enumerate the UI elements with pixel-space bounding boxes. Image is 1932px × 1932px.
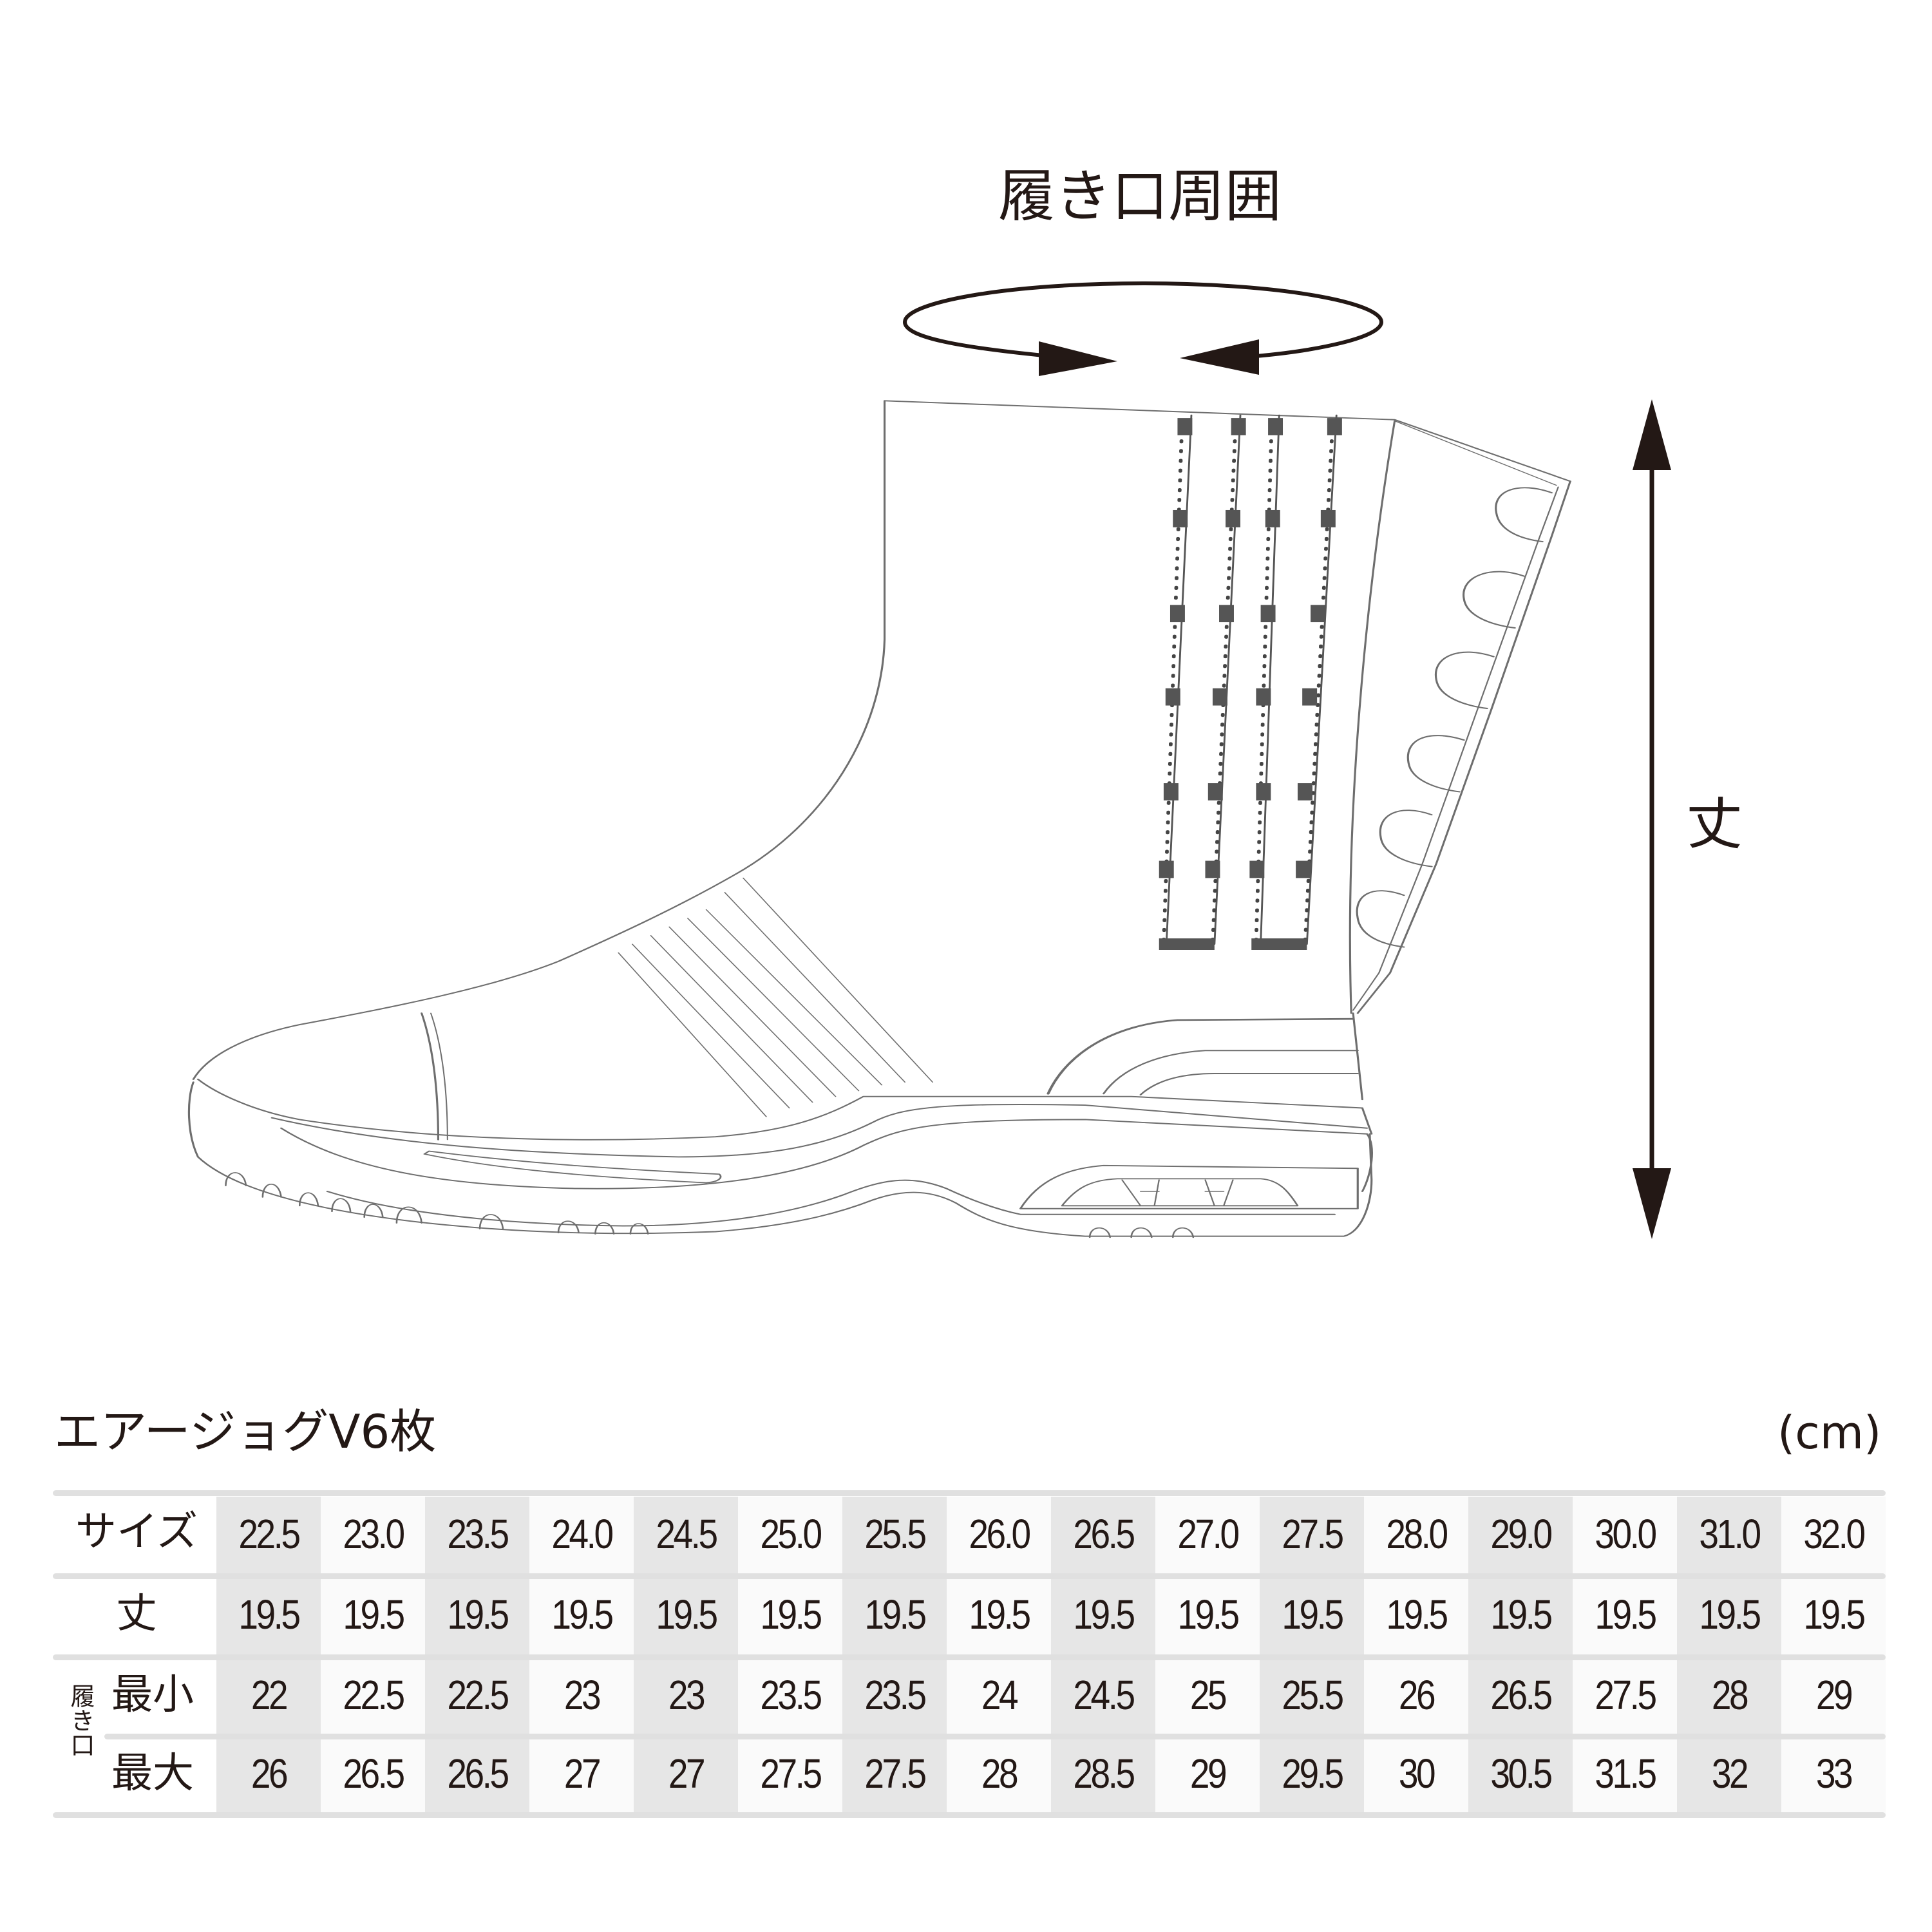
opening-min-cell: 23.5	[760, 1672, 822, 1718]
opening-min-cell: 22	[251, 1672, 289, 1718]
height-cell: 19.5	[864, 1591, 927, 1638]
tread-lugs	[225, 1172, 1195, 1238]
size-cell: 27.0	[1177, 1511, 1240, 1557]
table-rule-bottom	[53, 1812, 1886, 1818]
size-cell: 30.0	[1595, 1511, 1657, 1557]
heel-cushion	[1061, 1178, 1299, 1207]
opening-max-cell: 32	[1711, 1750, 1749, 1797]
row-label-opening-max: 最大	[111, 1750, 194, 1797]
opening-max-cell: 27	[564, 1750, 601, 1797]
table-rule	[53, 1654, 1886, 1660]
size-cell: 24.5	[656, 1511, 718, 1557]
opening-min-cell: 25.5	[1282, 1672, 1344, 1718]
shaft-top-edge	[883, 400, 1571, 482]
height-label: 丈	[1686, 791, 1743, 857]
height-cell: 19.5	[1282, 1591, 1344, 1638]
kohaze-loop	[1434, 651, 1495, 709]
opening-min-cell: 23	[564, 1672, 601, 1718]
kohaze-loop	[1379, 810, 1433, 867]
opening-max-cell: 29	[1189, 1750, 1227, 1797]
opening-max-cell: 30.5	[1490, 1750, 1553, 1797]
opening-min-cell: 24.5	[1073, 1672, 1135, 1718]
opening-max-cell: 31.5	[1595, 1750, 1657, 1797]
row-label-height: 丈	[116, 1590, 157, 1638]
unit-label: (cm)	[1777, 1406, 1882, 1459]
height-cell: 19.5	[1490, 1591, 1553, 1638]
height-cell: 19.5	[1699, 1591, 1761, 1638]
opening-max-cell: 33	[1815, 1750, 1853, 1797]
opening-max-cell: 26.5	[447, 1750, 509, 1797]
opening-max-cell: 27.5	[760, 1750, 822, 1797]
opening-min-cell: 22.5	[343, 1672, 405, 1718]
opening-min-cell: 26.5	[1490, 1672, 1553, 1718]
opening-max-cell: 28.5	[1073, 1750, 1135, 1797]
size-table: サイズ 丈 履き口 最小 最大 22.5 23.0 23.5 24.0 24.5 25.0…	[53, 1490, 1886, 1819]
opening-circumference-label: 履き口周囲	[998, 163, 1282, 229]
height-cell: 19.5	[1803, 1591, 1866, 1638]
height-cell: 19.5	[238, 1591, 301, 1638]
opening-min-cell: 27.5	[1595, 1672, 1657, 1718]
height-cell: 19.5	[551, 1591, 614, 1638]
kohaze-loop	[1463, 571, 1526, 629]
opening-max-cell: 26	[251, 1750, 289, 1797]
size-cell: 32.0	[1803, 1511, 1866, 1557]
size-cell: 24.0	[551, 1511, 614, 1557]
boot-illustration	[187, 400, 1571, 1238]
size-cell: 25.0	[760, 1511, 822, 1557]
vamp-elastic-lines	[618, 877, 934, 1117]
size-cell: 22.5	[238, 1511, 301, 1557]
opening-max-cell: 27	[668, 1750, 706, 1797]
opening-max-cell: 26.5	[343, 1750, 405, 1797]
stitch-marks	[1159, 418, 1342, 950]
height-cell: 19.5	[969, 1591, 1031, 1638]
size-cell: 23.5	[447, 1511, 509, 1557]
height-cell: 19.5	[343, 1591, 405, 1638]
row-label-opening-min: 最小	[111, 1671, 194, 1719]
product-title: エアージョグV6枚	[54, 1405, 437, 1459]
opening-group-text: 履き口	[66, 1683, 95, 1757]
size-cell: 29.0	[1490, 1511, 1553, 1557]
height-cell: 19.5	[656, 1591, 718, 1638]
opening-min-cell: 23	[668, 1672, 706, 1718]
height-cell: 19.5	[1595, 1591, 1657, 1638]
opening-max-cell: 30	[1398, 1750, 1436, 1797]
kohaze-loop	[1406, 735, 1465, 793]
height-cell: 19.5	[760, 1591, 822, 1638]
table-rule	[104, 1734, 1886, 1739]
size-cell: 23.0	[343, 1511, 405, 1557]
opening-min-cell: 23.5	[864, 1672, 927, 1718]
kohaze-loop	[1495, 487, 1553, 543]
size-cell: 26.0	[969, 1511, 1031, 1557]
size-cell: 31.0	[1699, 1511, 1761, 1557]
midsole-top	[196, 1078, 1364, 1141]
opening-min-cell: 24	[981, 1672, 1019, 1718]
size-cell: 28.0	[1386, 1511, 1448, 1557]
height-arrow-icon	[1633, 399, 1671, 1239]
opening-max-cell: 28	[981, 1750, 1019, 1797]
shaft-outline	[192, 400, 886, 1080]
table-rule	[53, 1573, 1886, 1579]
opening-max-cell: 27.5	[864, 1750, 927, 1797]
opening-min-cell: 28	[1711, 1672, 1749, 1718]
outsole	[187, 1081, 1373, 1237]
height-cell: 19.5	[447, 1591, 509, 1638]
circumference-arrow-icon	[902, 281, 1384, 376]
back-flap	[1356, 480, 1571, 1014]
opening-min-cell: 26	[1398, 1672, 1436, 1718]
height-cell: 19.5	[1386, 1591, 1448, 1638]
size-cell: 26.5	[1073, 1511, 1135, 1557]
height-cell: 19.5	[1177, 1591, 1240, 1638]
size-cell: 25.5	[864, 1511, 927, 1557]
size-cell: 27.5	[1282, 1511, 1344, 1557]
height-cell: 19.5	[1073, 1591, 1135, 1638]
table-rule-top	[53, 1490, 1886, 1496]
row-label-size: サイズ	[75, 1508, 198, 1556]
opening-min-cell: 25	[1189, 1672, 1227, 1718]
opening-min-cell: 22.5	[447, 1672, 509, 1718]
opening-min-cell: 29	[1815, 1672, 1853, 1718]
opening-max-cell: 29.5	[1282, 1750, 1344, 1797]
toe-cap-seam	[421, 1012, 440, 1141]
row-group-label-opening: 履き口	[66, 1683, 95, 1763]
kohaze-loop	[1356, 890, 1405, 948]
